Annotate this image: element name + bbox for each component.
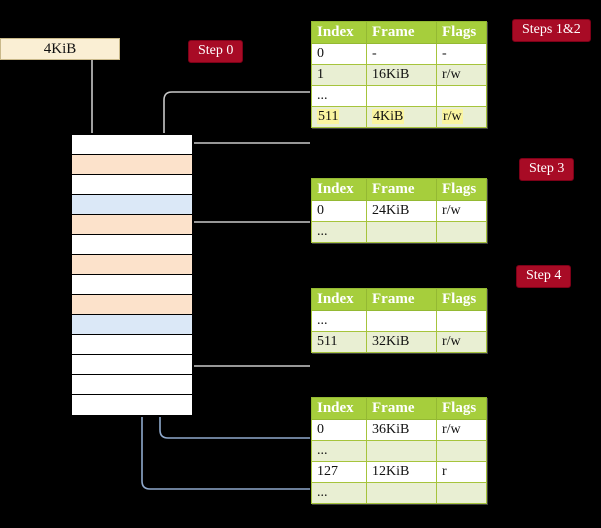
- memory-frame-row: [58, 294, 192, 315]
- memory-row-tick: [58, 174, 72, 176]
- cell-flags: -: [436, 43, 487, 65]
- column-header-frame: Frame: [366, 288, 437, 311]
- badge-steps-1-and-2: Steps 1&2: [512, 19, 591, 42]
- badge-step-4: Step 4: [516, 265, 572, 288]
- column-header-frame: Frame: [366, 21, 437, 44]
- highlighted-value: r/w: [442, 109, 463, 124]
- memory-frame-row: [72, 315, 192, 335]
- cell-flags: [436, 440, 487, 462]
- memory-frame-row: [58, 174, 192, 195]
- cell-frame: [366, 440, 437, 462]
- cell-flags: [436, 482, 487, 504]
- cell-frame: [366, 85, 437, 107]
- cell-frame: 36KiB: [366, 419, 437, 441]
- cell-index: ...: [311, 310, 367, 332]
- column-header-flags: Flags: [436, 288, 487, 311]
- cell-frame: 12KiB: [366, 461, 437, 483]
- cell-index: ...: [311, 482, 367, 504]
- cell-index: 0: [311, 43, 367, 65]
- cell-frame: 16KiB: [366, 64, 437, 86]
- cell-frame: [366, 482, 437, 504]
- cell-frame: 4KiB: [366, 106, 437, 128]
- cell-flags: r/w: [436, 419, 487, 441]
- cell-index: 511: [311, 106, 367, 128]
- cell-flags: r: [436, 461, 487, 483]
- table-row: 511 4KiB r/w: [311, 106, 487, 128]
- cell-frame: -: [366, 43, 437, 65]
- memory-row-tick: [58, 154, 72, 156]
- cell-index: ...: [311, 221, 367, 243]
- table-row: ...: [311, 310, 487, 332]
- column-header-frame: Frame: [366, 178, 437, 201]
- table-row: ...: [311, 85, 487, 107]
- memory-size-label: 4KiB: [0, 38, 120, 60]
- memory-frame-row: [58, 214, 192, 235]
- cell-index: 1: [311, 64, 367, 86]
- memory-row-tick: [58, 214, 72, 216]
- memory-frame-row: [58, 154, 192, 175]
- cell-index: 0: [311, 200, 367, 222]
- memory-size-label-text: 4KiB: [43, 40, 77, 57]
- table-row: 0--: [311, 43, 487, 65]
- memory-frame-row: [72, 375, 192, 395]
- table-row: ...: [311, 440, 487, 462]
- cell-flags: [436, 85, 487, 107]
- cell-flags: [436, 310, 487, 332]
- cell-frame: [366, 310, 437, 332]
- column-header-flags: Flags: [436, 178, 487, 201]
- memory-frame-row: [72, 335, 192, 355]
- column-header-flags: Flags: [436, 21, 487, 44]
- cell-index: 511: [311, 331, 367, 353]
- badge-step-3: Step 3: [519, 158, 575, 181]
- memory-frame-row: [58, 134, 192, 155]
- memory-frame-row: [72, 275, 192, 295]
- cell-flags: r/w: [436, 200, 487, 222]
- physical-memory-column: [58, 133, 194, 417]
- badge-step-0: Step 0: [188, 40, 244, 63]
- cell-frame: [366, 221, 437, 243]
- cell-flags: r/w: [436, 106, 487, 128]
- column-header-index: Index: [311, 397, 367, 420]
- column-header-index: Index: [311, 178, 367, 201]
- memory-frame-row: [72, 355, 192, 375]
- table-row: ...: [311, 482, 487, 504]
- column-header-index: Index: [311, 288, 367, 311]
- column-header-frame: Frame: [366, 397, 437, 420]
- cell-index: ...: [311, 85, 367, 107]
- column-header-flags: Flags: [436, 397, 487, 420]
- memory-frame-row: [58, 254, 192, 275]
- table-row: ...: [311, 221, 487, 243]
- highlighted-value: 511: [317, 109, 340, 124]
- column-header-index: Index: [311, 21, 367, 44]
- memory-row-tick: [58, 134, 72, 136]
- memory-row-tick: [58, 294, 72, 296]
- cell-flags: [436, 221, 487, 243]
- memory-frame-row: [72, 195, 192, 215]
- cell-index: 0: [311, 419, 367, 441]
- cell-flags: r/w: [436, 64, 487, 86]
- highlighted-value: 4KiB: [372, 109, 405, 124]
- cell-index: 127: [311, 461, 367, 483]
- cell-frame: 32KiB: [366, 331, 437, 353]
- cell-index: ...: [311, 440, 367, 462]
- memory-frame-row: [72, 395, 192, 415]
- cell-flags: r/w: [436, 331, 487, 353]
- cell-frame: 24KiB: [366, 200, 437, 222]
- memory-frame-row: [72, 235, 192, 255]
- memory-row-tick: [58, 254, 72, 256]
